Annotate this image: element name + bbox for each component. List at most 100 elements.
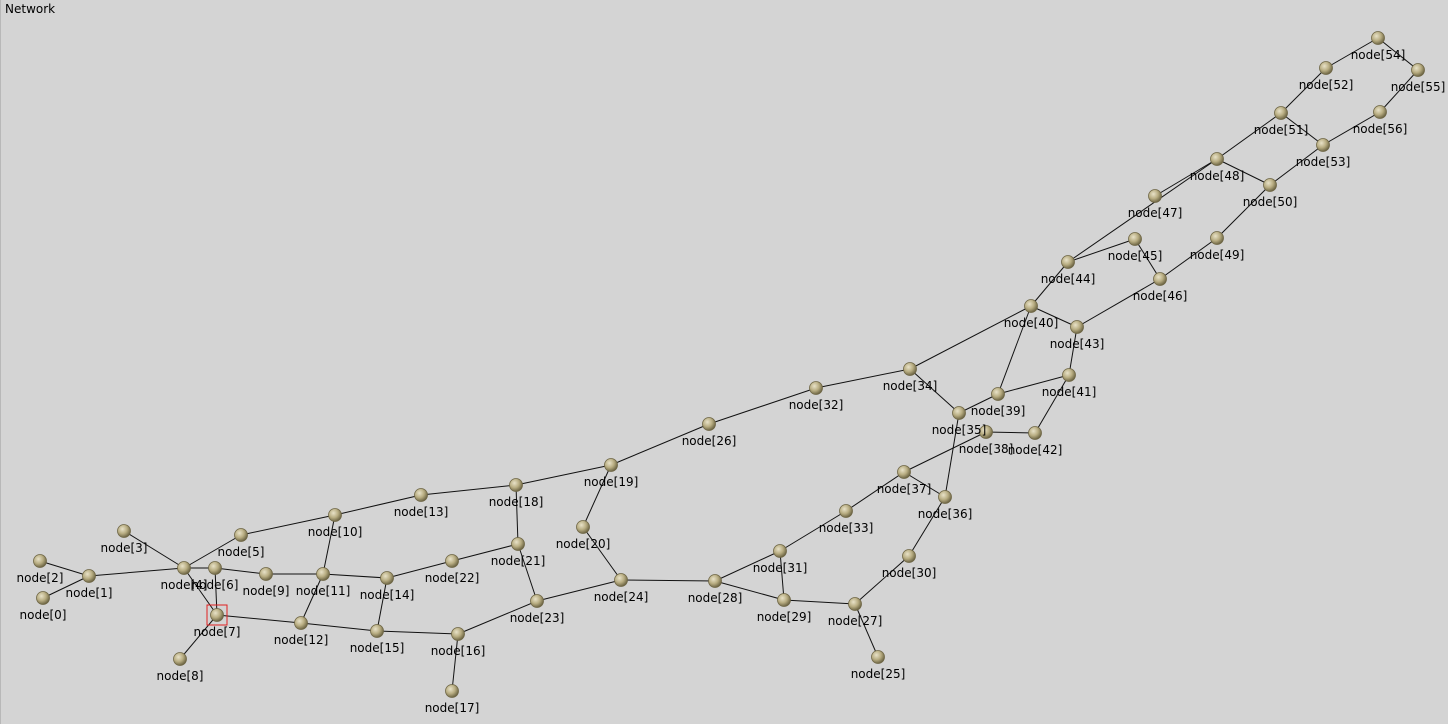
node-3[interactable] (117, 524, 131, 538)
node-8[interactable] (173, 652, 187, 666)
node-25[interactable] (871, 650, 885, 664)
node-46[interactable] (1153, 272, 1167, 286)
edge-33-37 (845, 471, 905, 512)
node-label-6: node[6] (192, 578, 239, 592)
node-30[interactable] (902, 549, 916, 563)
node-20[interactable] (576, 520, 590, 534)
node-52[interactable] (1319, 61, 1333, 75)
edge-26-32 (708, 387, 817, 425)
node-label-22: node[22] (425, 571, 480, 585)
node-14[interactable] (380, 571, 394, 585)
edge-38-42 (985, 431, 1036, 434)
node-36[interactable] (938, 490, 952, 504)
node-2[interactable] (33, 554, 47, 568)
node-label-55: node[55] (1391, 80, 1446, 94)
node-27[interactable] (848, 597, 862, 611)
node-13[interactable] (414, 488, 428, 502)
node-label-8: node[8] (157, 669, 204, 683)
node-29[interactable] (777, 593, 791, 607)
edge-1-2 (39, 560, 90, 577)
node-6[interactable] (208, 561, 222, 575)
node-label-12: node[12] (274, 633, 329, 647)
node-54[interactable] (1371, 31, 1385, 45)
node-47[interactable] (1148, 189, 1162, 203)
node-31[interactable] (773, 544, 787, 558)
node-49[interactable] (1210, 231, 1224, 245)
node-7[interactable] (210, 608, 224, 622)
node-16[interactable] (451, 627, 465, 641)
node-11[interactable] (316, 567, 330, 581)
edge-29-31 (779, 550, 785, 601)
node-38[interactable] (979, 425, 993, 439)
node-9[interactable] (259, 567, 273, 581)
edge-37-38 (903, 431, 987, 473)
node-label-47: node[47] (1128, 206, 1183, 220)
node-label-10: node[10] (308, 525, 363, 539)
node-44[interactable] (1061, 255, 1075, 269)
node-5[interactable] (234, 528, 248, 542)
node-40[interactable] (1024, 299, 1038, 313)
edge-51-53 (1280, 112, 1324, 146)
node-48[interactable] (1210, 152, 1224, 166)
node-label-33: node[33] (819, 521, 874, 535)
node-17[interactable] (445, 684, 459, 698)
node-42[interactable] (1028, 426, 1042, 440)
node-12[interactable] (294, 616, 308, 630)
node-4[interactable] (177, 561, 191, 575)
edge-39-40 (997, 305, 1032, 395)
edge-18-19 (515, 464, 612, 486)
edge-5-10 (240, 514, 336, 536)
node-label-0: node[0] (20, 608, 67, 622)
node-41[interactable] (1062, 368, 1076, 382)
edge-11-12 (300, 573, 324, 624)
node-55[interactable] (1411, 63, 1425, 77)
node-10[interactable] (328, 508, 342, 522)
edge-19-20 (582, 464, 612, 528)
selection-box (206, 604, 228, 626)
edge-32-34 (815, 368, 911, 389)
node-23[interactable] (530, 594, 544, 608)
node-22[interactable] (445, 554, 459, 568)
node-50[interactable] (1263, 178, 1277, 192)
node-label-15: node[15] (350, 641, 405, 655)
node-label-28: node[28] (688, 591, 743, 605)
node-33[interactable] (839, 504, 853, 518)
node-28[interactable] (708, 574, 722, 588)
node-1[interactable] (82, 569, 96, 583)
node-51[interactable] (1274, 106, 1288, 120)
nodes-layer[interactable] (33, 31, 1425, 698)
node-label-27: node[27] (828, 614, 883, 628)
edge-21-22 (451, 543, 519, 562)
edge-55-56 (1379, 69, 1419, 113)
node-32[interactable] (809, 381, 823, 395)
node-19[interactable] (604, 458, 618, 472)
node-15[interactable] (370, 624, 384, 638)
node-43[interactable] (1070, 320, 1084, 334)
node-45[interactable] (1128, 232, 1142, 246)
node-26[interactable] (702, 417, 716, 431)
node-label-5: node[5] (218, 545, 265, 559)
node-0[interactable] (36, 591, 50, 605)
edge-48-51 (1216, 112, 1282, 160)
node-35[interactable] (952, 406, 966, 420)
node-24[interactable] (614, 573, 628, 587)
node-18[interactable] (509, 478, 523, 492)
edge-27-25 (854, 603, 879, 658)
node-label-56: node[56] (1353, 122, 1408, 136)
node-56[interactable] (1373, 105, 1387, 119)
node-53[interactable] (1316, 138, 1330, 152)
edge-28-29 (714, 580, 785, 601)
node-37[interactable] (897, 465, 911, 479)
node-34[interactable] (903, 362, 917, 376)
node-label-3: node[3] (101, 541, 148, 555)
node-label-23: node[23] (510, 611, 565, 625)
edge-44-48 (1067, 158, 1218, 263)
edge-0-1 (42, 575, 90, 599)
node-label-35: node[35] (932, 423, 987, 437)
node-21[interactable] (511, 537, 525, 551)
node-label-31: node[31] (753, 561, 808, 575)
node-39[interactable] (991, 387, 1005, 401)
edge-52-54 (1325, 37, 1379, 69)
